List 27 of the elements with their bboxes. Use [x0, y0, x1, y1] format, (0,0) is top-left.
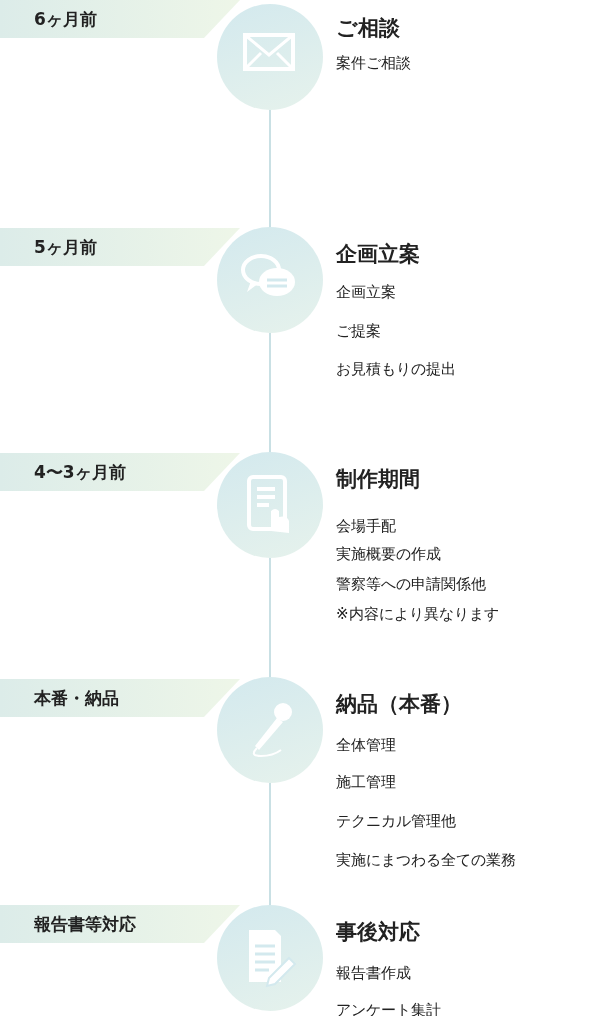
period-band: 本番・納品	[0, 679, 240, 717]
connector-line	[269, 557, 271, 678]
step-item: 施工管理	[336, 773, 396, 792]
connector-line	[269, 109, 271, 228]
step-item: 報告書作成	[336, 964, 411, 983]
step-heading: 制作期間	[336, 466, 420, 493]
connector-line	[269, 332, 271, 453]
step-heading: 納品（本番）	[336, 691, 462, 718]
step-item: お見積もりの提出	[336, 360, 456, 379]
period-band: 5ヶ月前	[0, 228, 240, 266]
period-band: 6ヶ月前	[0, 0, 240, 38]
period-band: 4〜3ヶ月前	[0, 453, 240, 491]
step-heading: 企画立案	[336, 241, 420, 268]
step-item: 案件ご相談	[336, 54, 411, 73]
step-item: 会場手配	[336, 517, 396, 536]
step-item: ※内容により異なります	[336, 605, 499, 624]
period-band: 報告書等対応	[0, 905, 240, 943]
step-item: 実施概要の作成	[336, 545, 441, 564]
step-item: 全体管理	[336, 736, 396, 755]
step-item: テクニカル管理他	[336, 812, 456, 831]
step-item: 警察等への申請関係他	[336, 575, 486, 594]
step-heading: ご相談	[336, 15, 400, 42]
step-item: ご提案	[336, 322, 381, 341]
step-heading: 事後対応	[336, 919, 420, 946]
step-item: 実施にまつわる全ての業務	[336, 851, 516, 870]
step-item: 企画立案	[336, 283, 396, 302]
connector-line	[269, 782, 271, 906]
